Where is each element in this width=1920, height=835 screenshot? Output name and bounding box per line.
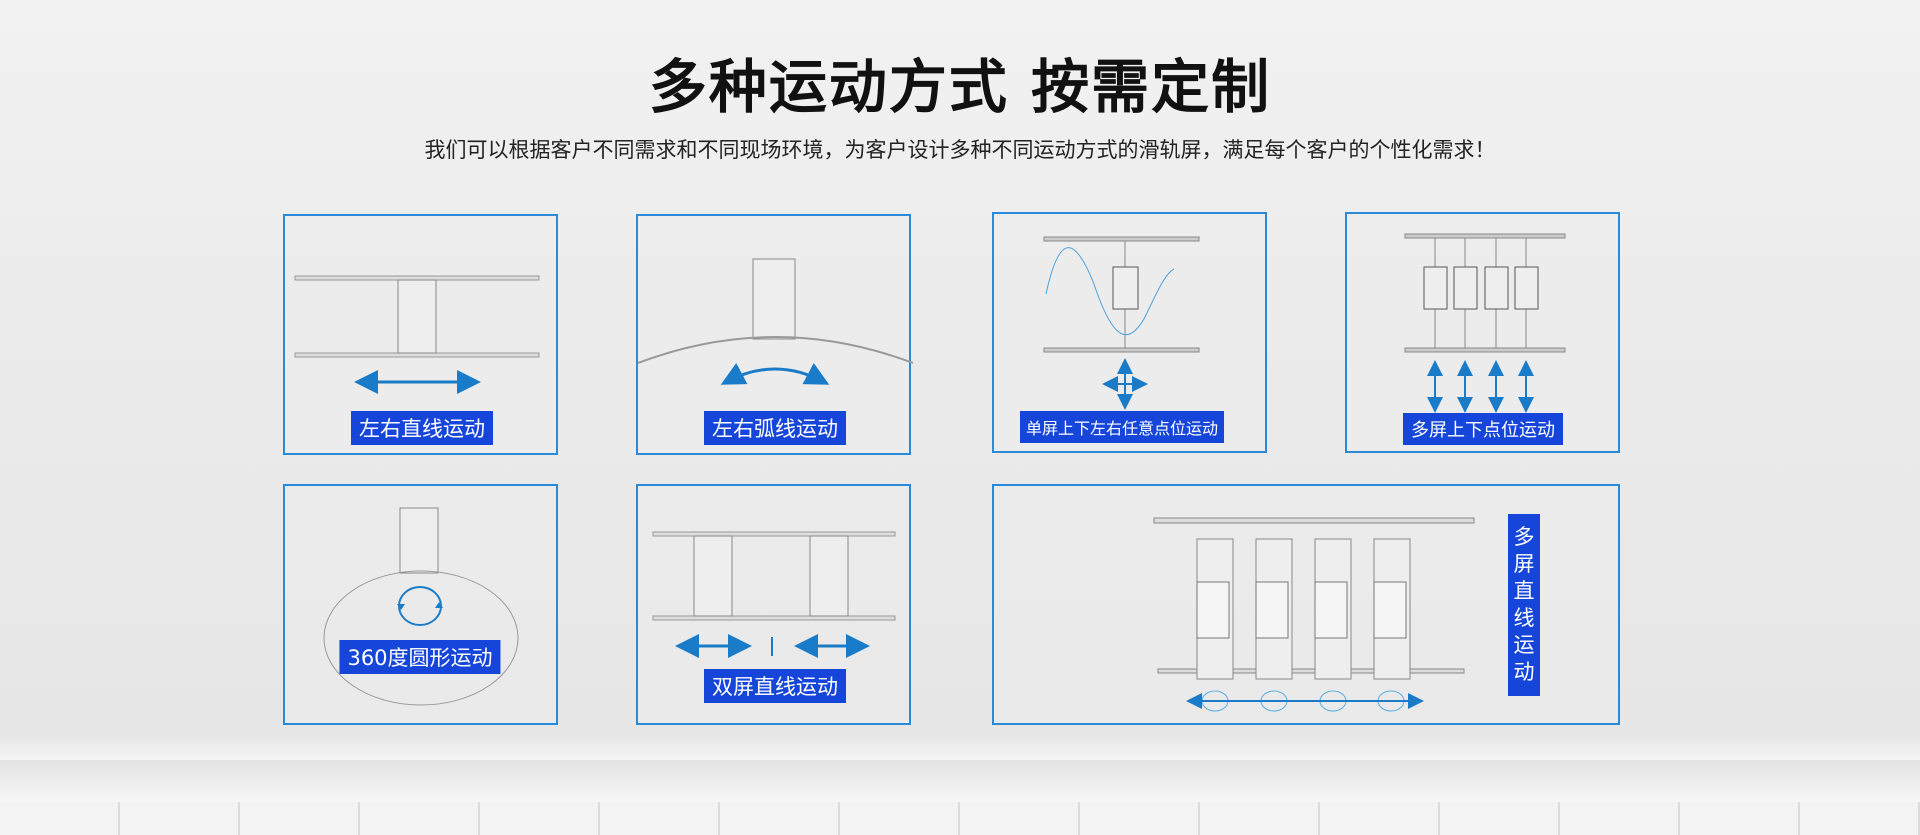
wall-baseboard [0, 760, 1920, 802]
card-left-right-arc: 左右弧线运动 [636, 214, 913, 455]
card-multi-screen-linear: 多屏直线运动 [992, 484, 1620, 725]
card-label: 360度圆形运动 [339, 640, 501, 674]
circular-motion-diagram [323, 507, 519, 706]
card-label: 多屏上下点位运动 [1403, 413, 1563, 445]
card-left-right-linear: 左右直线运动 [283, 214, 558, 455]
dual-linear-diagram [652, 531, 896, 658]
floor [0, 802, 1920, 835]
card-label: 左右直线运动 [351, 411, 493, 445]
multi-linear-diagram [1153, 517, 1475, 712]
linear-motion-diagram [294, 275, 540, 394]
card-dual-screen-linear: 双屏直线运动 [636, 484, 911, 725]
card-label: 单屏上下左右任意点位运动 [1019, 411, 1225, 443]
card-label-vertical: 多屏直线运动 [1508, 514, 1540, 696]
page-title: 多种运动方式 按需定制 [648, 53, 1272, 121]
page-subtitle: 我们可以根据客户不同需求和不同现场环境，为客户设计多种不同运动方式的滑轨屏，满足… [424, 138, 1496, 162]
card-multi-screen-vertical: 多屏上下点位运动 [1345, 212, 1620, 453]
card-360-circular: 360度圆形运动 [283, 484, 558, 725]
multi-vertical-diagram [1404, 233, 1566, 413]
card-label: 双屏直线运动 [704, 669, 846, 703]
arc-motion-diagram [638, 258, 913, 385]
card-single-screen-any-point: 单屏上下左右任意点位运动 [992, 212, 1267, 453]
any-point-diagram [1043, 236, 1200, 410]
card-label: 左右弧线运动 [704, 411, 846, 445]
